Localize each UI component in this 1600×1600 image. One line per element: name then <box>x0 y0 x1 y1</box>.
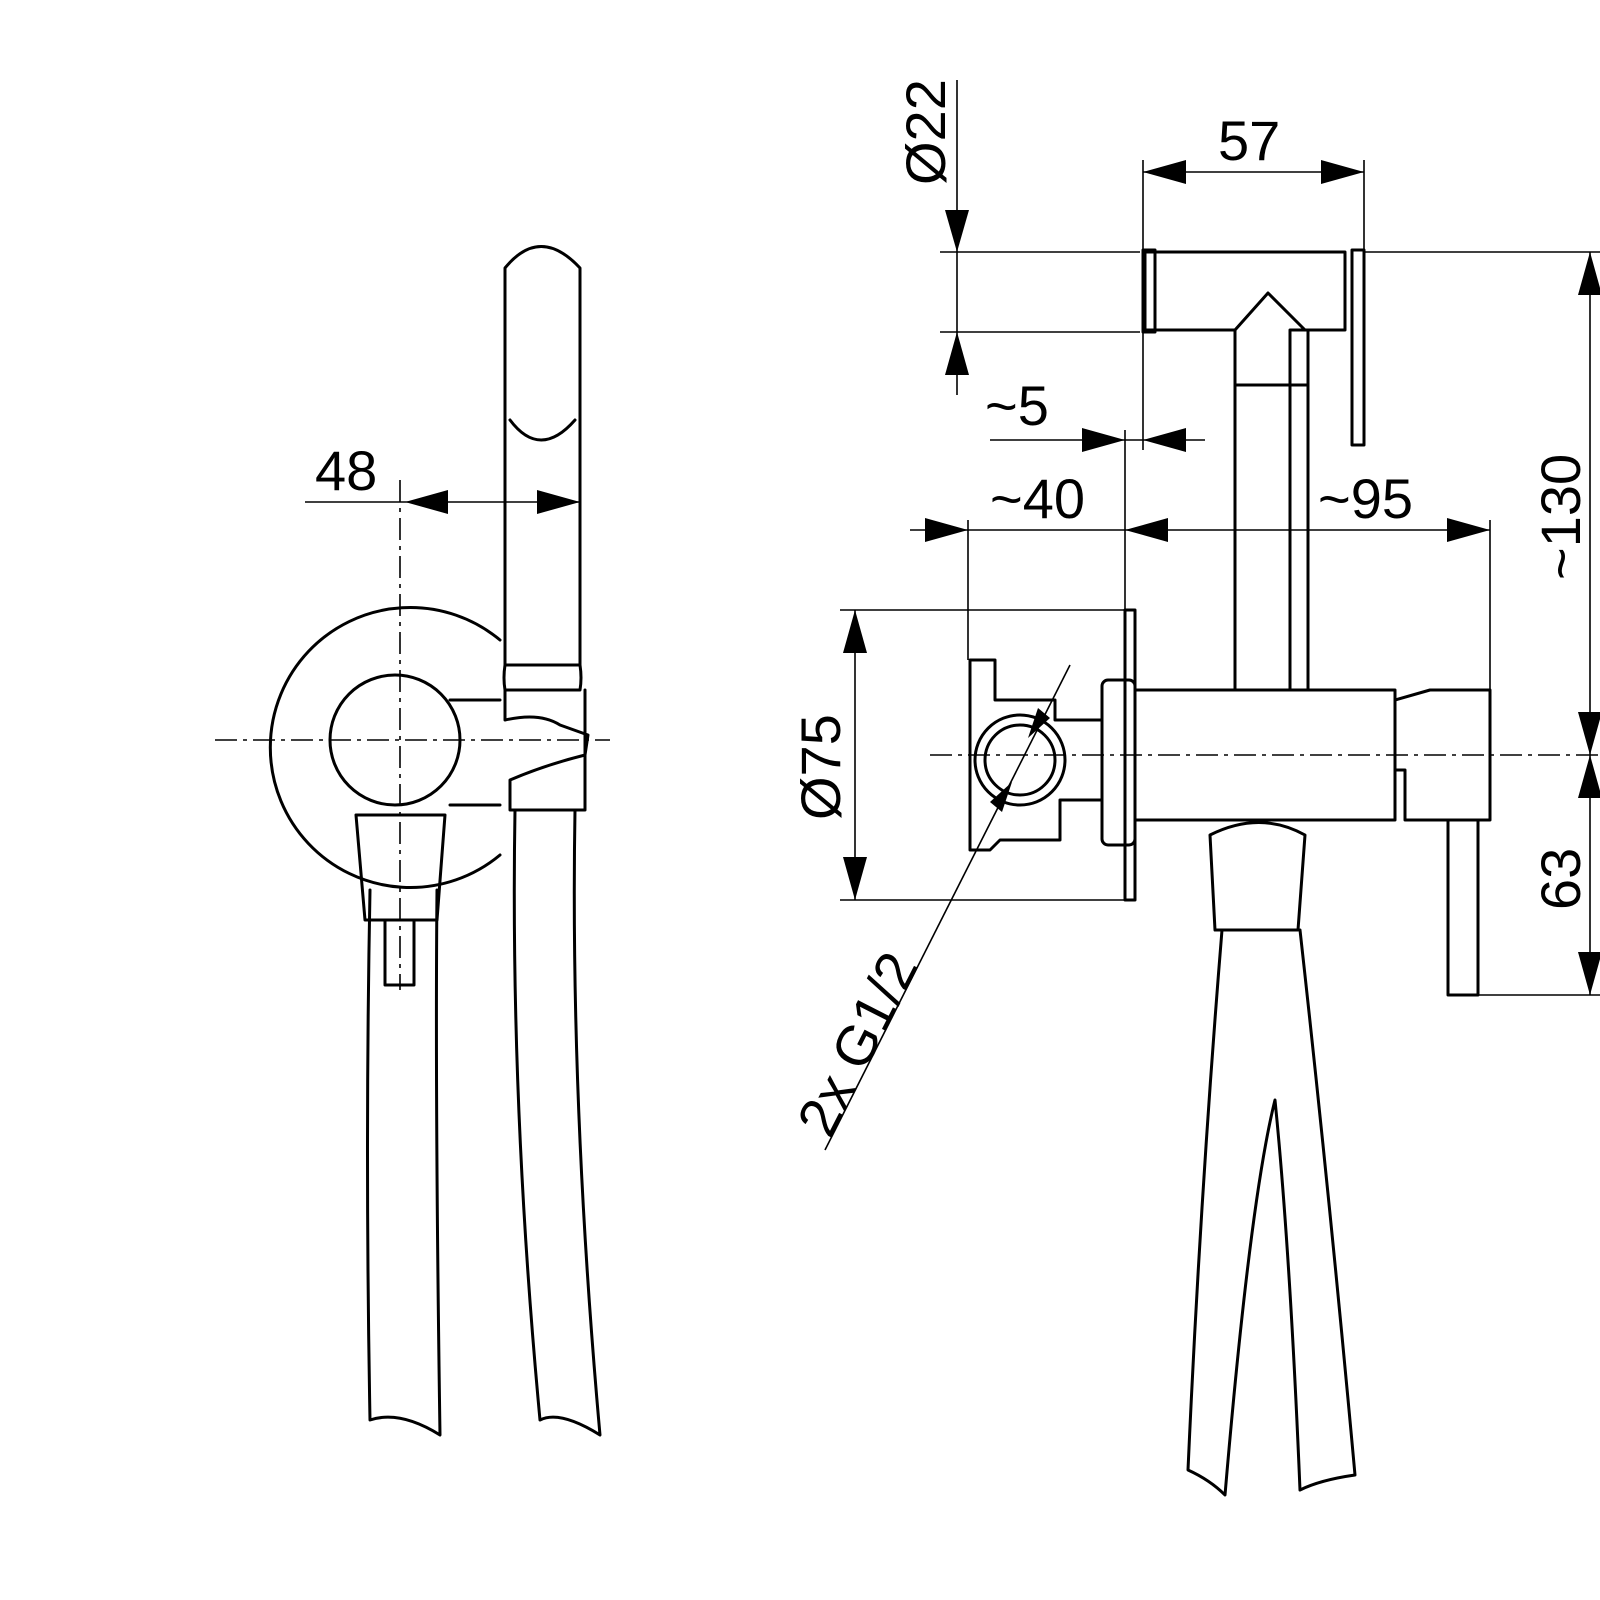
lever-stem <box>383 918 416 987</box>
dim-48-label: 48 <box>315 439 377 502</box>
dim-depth-left: ~40 <box>990 467 1085 530</box>
arrow-icon <box>537 490 580 514</box>
body-connector <box>448 698 502 807</box>
hose <box>1186 928 1357 1497</box>
spout-pipe <box>1233 328 1310 692</box>
arrow-icon <box>945 210 969 252</box>
dim-head-width: 57 <box>1218 109 1280 172</box>
arrow-icon <box>1447 518 1490 542</box>
arrow-icon <box>1321 160 1364 184</box>
inlet-bracket <box>968 658 1104 852</box>
arrow-icon <box>1028 708 1050 738</box>
arrow-icon <box>843 610 867 653</box>
head-trigger <box>1350 248 1366 447</box>
side-view: 48 <box>215 245 610 1437</box>
arrow-icon <box>1578 252 1600 295</box>
inlet-outer <box>973 713 1067 807</box>
dim-head-diameter: Ø22 <box>894 79 957 185</box>
lever-hub <box>1393 688 1492 822</box>
hose-left <box>366 888 442 1437</box>
dim-lever: 63 <box>1529 848 1592 910</box>
arrow-icon <box>1082 428 1125 452</box>
lever-stem <box>1446 818 1480 997</box>
wall-plate <box>268 606 502 889</box>
arrow-icon <box>405 490 448 514</box>
arrow-icon <box>1578 712 1600 755</box>
handshower-face <box>508 418 577 442</box>
arrow-icon <box>945 332 969 375</box>
handshower-collar <box>502 663 583 692</box>
inlet-thread <box>983 723 1057 797</box>
flange <box>1100 678 1137 847</box>
dim-plate-gap: ~5 <box>985 374 1049 437</box>
dim-height: ~130 <box>1529 454 1592 580</box>
hose-handshower <box>512 808 602 1437</box>
wall-plate <box>1123 608 1137 902</box>
dim-plate-diameter: Ø75 <box>789 714 852 820</box>
arrow-icon <box>1143 160 1186 184</box>
arrow-icon <box>990 782 1012 812</box>
arrow-icon <box>1143 428 1186 452</box>
arrow-icon <box>1578 755 1600 798</box>
leader-line <box>824 664 1071 1151</box>
arrow-icon <box>843 857 867 900</box>
head-nozzle <box>1233 291 1307 332</box>
handshower <box>503 245 582 667</box>
handle-knob <box>328 673 462 807</box>
dimensions <box>840 80 1600 996</box>
arrow-icon <box>1578 952 1600 995</box>
head-cap <box>1141 248 1157 334</box>
holder-bracket <box>503 688 590 812</box>
dim-thread: 2x G1/2 <box>785 942 930 1145</box>
front-view: Ø22 57 ~5 ~40 ~95 ~130 Ø75 63 2x G1/2 <box>785 79 1600 1497</box>
arrow-icon <box>1125 518 1168 542</box>
dim-depth-right: ~95 <box>1318 467 1413 530</box>
hose-nut <box>1208 821 1307 932</box>
arrow-icon <box>925 518 968 542</box>
